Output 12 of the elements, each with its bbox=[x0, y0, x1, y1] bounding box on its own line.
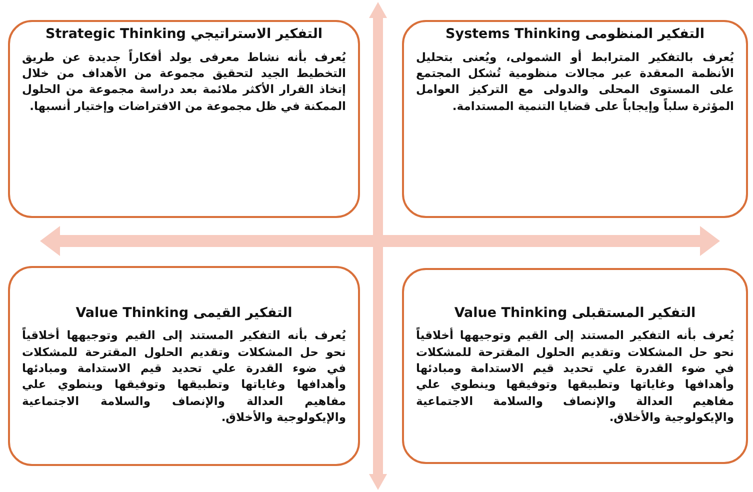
card-heading: التفكير القيمى Value Thinking bbox=[74, 304, 294, 322]
definition-card bbox=[402, 268, 748, 464]
definition-card bbox=[8, 20, 360, 218]
definition-card bbox=[8, 266, 360, 466]
card-heading: التفكير المنظومى Systems Thinking bbox=[444, 26, 706, 44]
definition-text: يُعرف بأنه نشاط معرفى يولد أفكاراً جديدة عن طريق التخطيط الجيد لتحقيق مجموعة من الأهداف من خلال إتخاذ القرار الأكثر ملائمة بعد دراسة مجموعة من الحلول الممكنة في ظل مجموعة من الافتراضات وإختيار أنسبها. bbox=[22, 48, 346, 114]
definition-text: يُعرف بالتفكير المترابط أو الشمولى، ويُعنى بتحليل الأنظمة المعقدة عبر مجالات منظومية تُشكل المجتمع على المستوى المحلى والدولى مع التركيز العوامل المؤثرة سلباً وإيجاباً على قضايا التنمية المستدامة. bbox=[416, 48, 734, 114]
card-heading: التفكير الاستراتيجي Strategic Thinking bbox=[44, 26, 324, 44]
definition-card bbox=[402, 20, 748, 218]
definition-text: يُعرف بأنه التفكير المستند إلى القيم وتوجيهها أخلاقياً نحو حل المشكلات وتقديم الحلول المقترحة للمشكلات في ضوء القدرة علي تحديد قيم الاستدامة ومبادئها وأهدافها وغاياتها وتطبيقها وتوفيقها وينطوي علي مفاهيم العدالة والإنصاف والسلامة الاجتماعية والإيكولوجية والأخلاق. bbox=[416, 327, 734, 426]
card-heading: التفكير المستقبلى Value Thinking bbox=[453, 304, 697, 322]
definition-text: يُعرف بأنه التفكير المستند إلى القيم وتوجيهها أخلاقياً نحو حل المشكلات وتقديم الحلول المقترحة للمشكلات في ضوء القدرة علي تحديد قيم الاستدامة ومبادئها وأهدافها وغاياتها وتطبيقها وتوفيقها وينطوي علي مفاهيم العدالة والإنصاف والسلامة الاجتماعية والإيكولوجية والأخلاق. bbox=[22, 327, 346, 426]
